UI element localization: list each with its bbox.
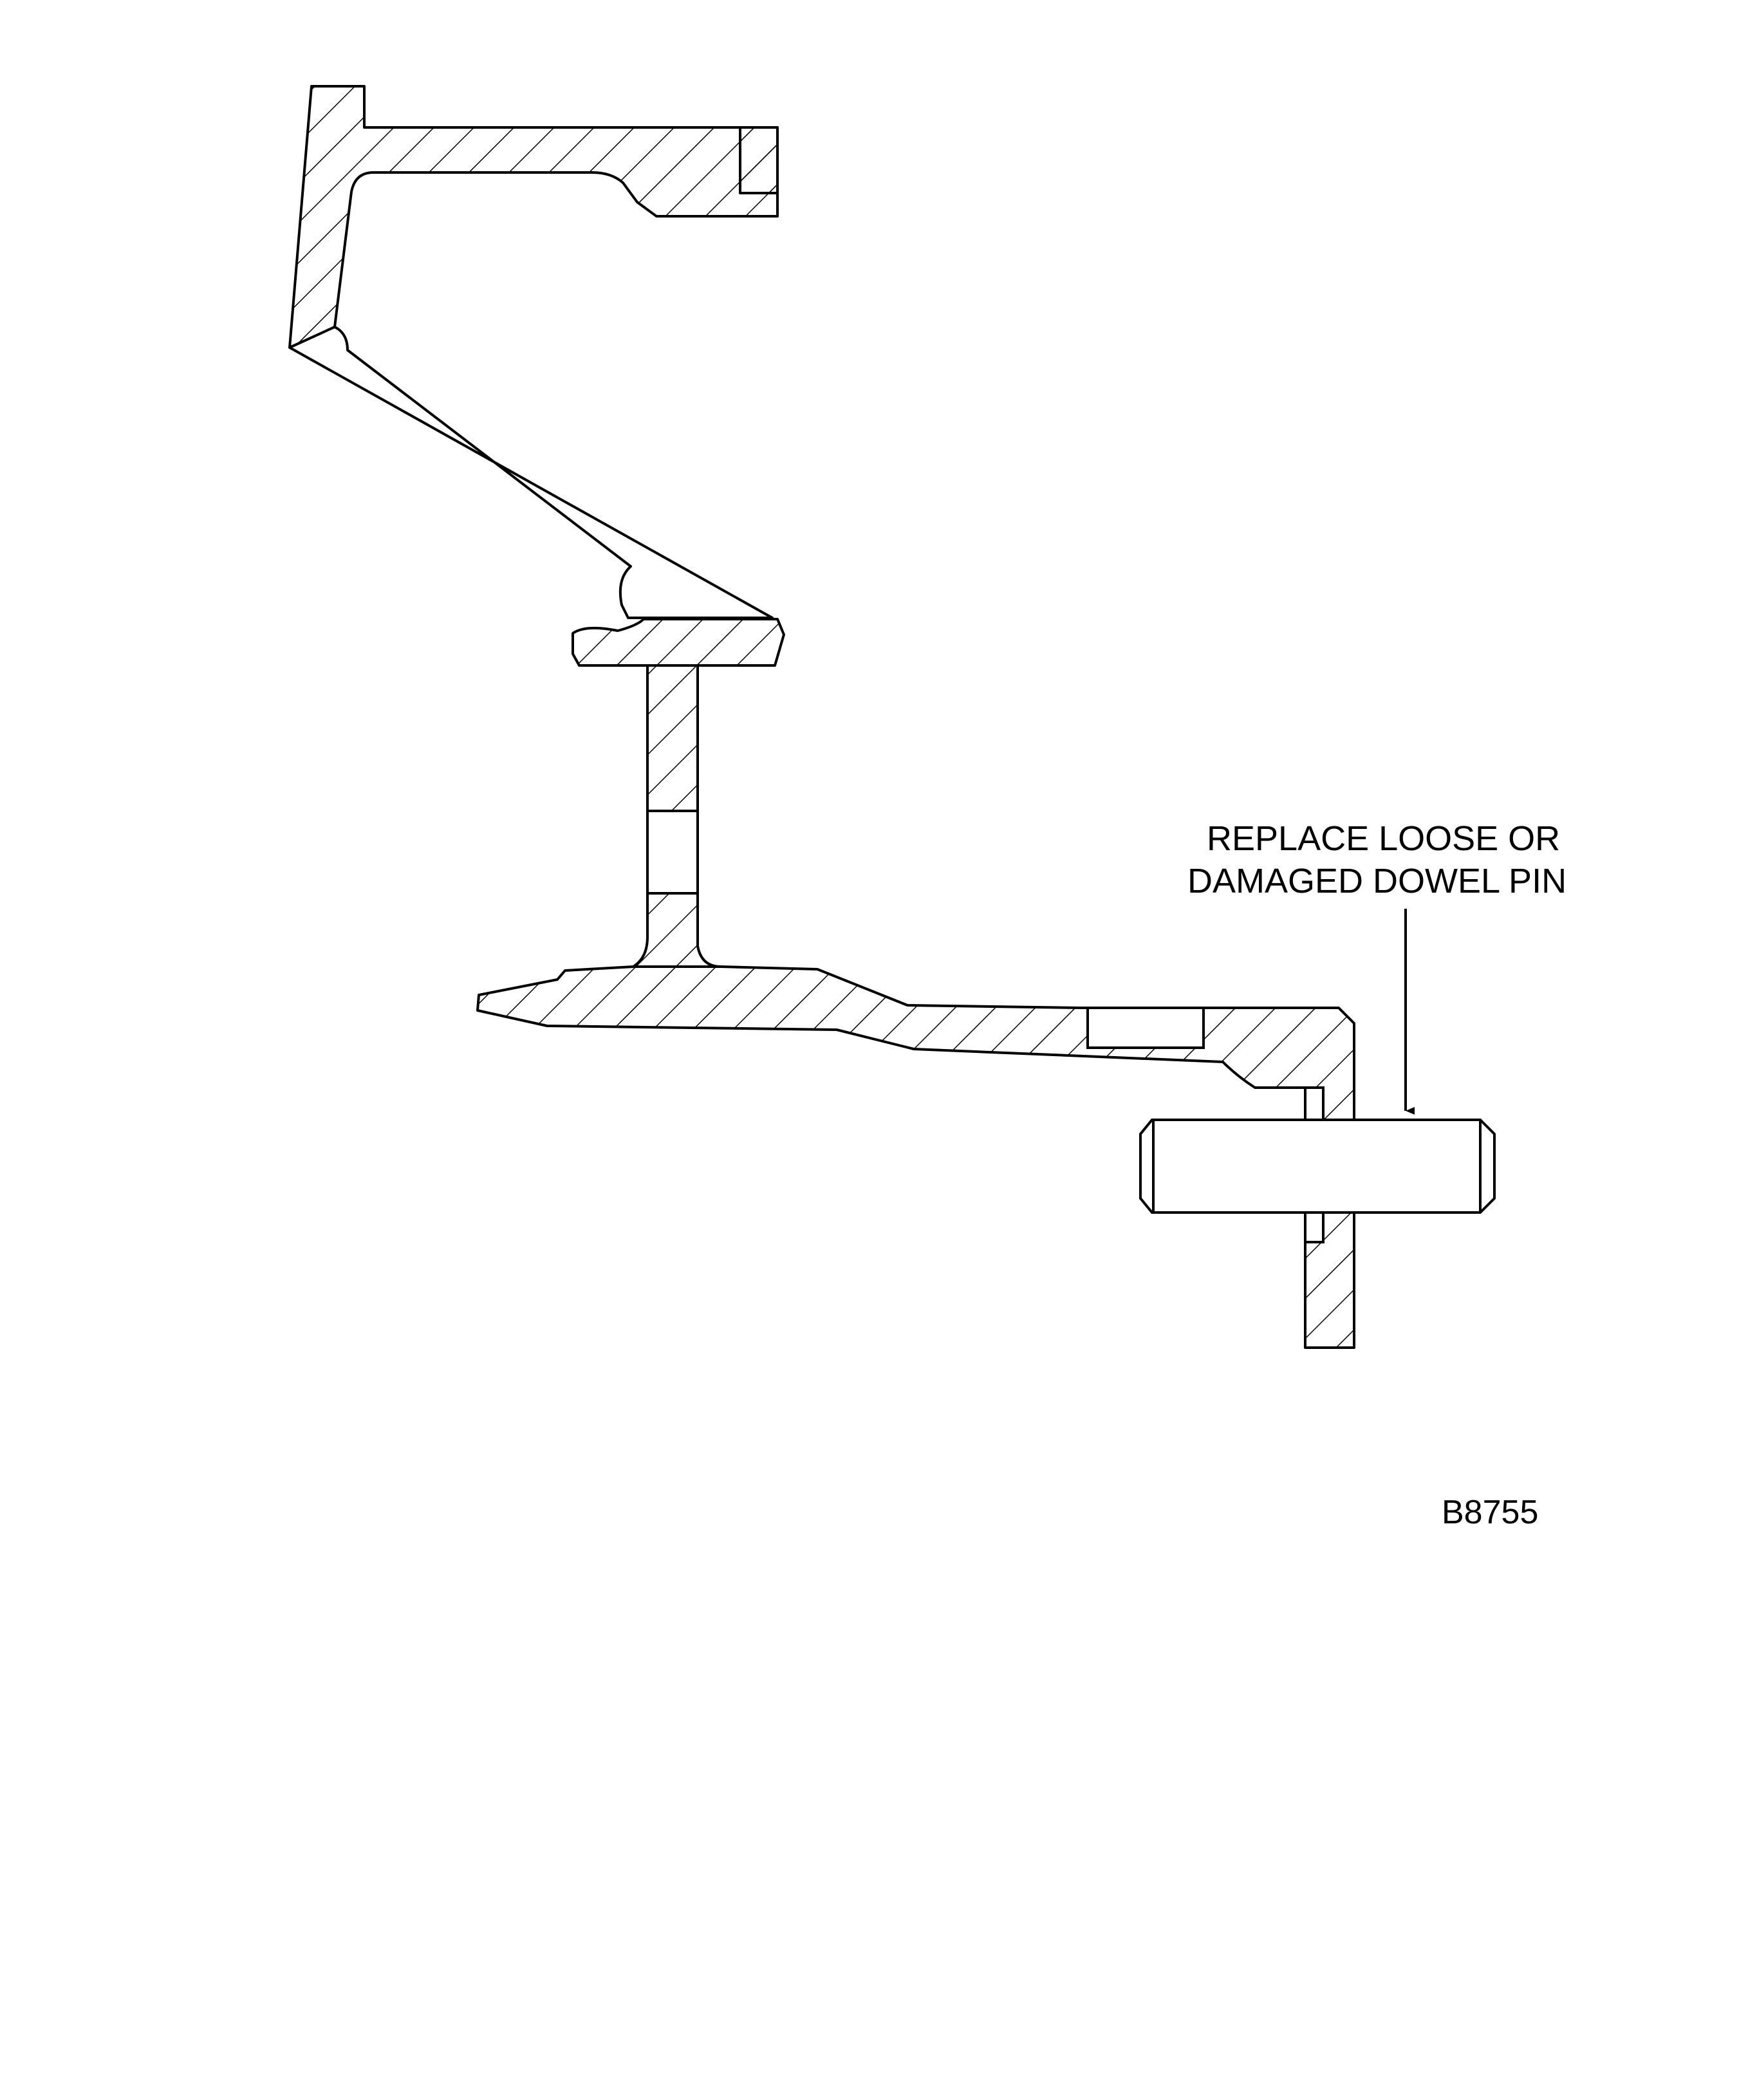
middle-cap [572, 618, 785, 667]
upper-flange [288, 85, 779, 362]
web-hole [646, 810, 699, 895]
upper-lip [739, 126, 779, 194]
angled-web [288, 326, 774, 619]
callout-label-line-1: REPLACE LOOSE OR [1207, 819, 1561, 858]
dowel-pin [1139, 1119, 1496, 1214]
callout-label-line-2: DAMAGED DOWEL PIN [1187, 862, 1567, 900]
flange-hole [1086, 1007, 1205, 1049]
figure-id: B8755 [1442, 1494, 1539, 1531]
lower-flange [476, 965, 1355, 1349]
